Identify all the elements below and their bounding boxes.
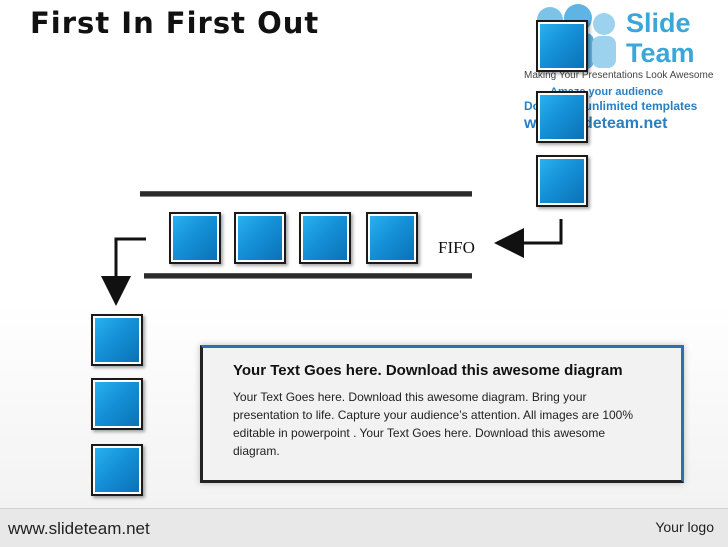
footer-logo-placeholder: Your logo	[655, 519, 714, 535]
text-placeholder-box[interactable]: Your Text Goes here. Download this aweso…	[200, 345, 684, 483]
logo-tagline: Making Your Presentations Look Awesome	[524, 70, 714, 81]
queue-block-outgoing	[91, 378, 143, 430]
slide-footer: www.slideteam.net Your logo	[0, 508, 728, 547]
slide-title: First In First Out	[30, 6, 320, 40]
logo-brand-team: Team	[626, 38, 695, 68]
queue-channel-top	[140, 192, 472, 196]
queue-block	[169, 212, 221, 264]
queue-block-outgoing	[91, 444, 143, 496]
queue-block	[299, 212, 351, 264]
input-arrow	[494, 219, 563, 258]
footer-website[interactable]: www.slideteam.net	[8, 519, 150, 538]
queue-block	[366, 212, 418, 264]
text-box-heading: Your Text Goes here. Download this aweso…	[233, 362, 623, 379]
queue-block-incoming	[536, 20, 588, 72]
output-arrow	[101, 237, 146, 306]
queue-channel-bottom	[144, 274, 472, 278]
queue-block-incoming	[536, 91, 588, 143]
queue-block	[234, 212, 286, 264]
queue-block-outgoing	[91, 314, 143, 366]
logo-brand-slide: Slide	[626, 8, 691, 38]
queue-block-incoming	[536, 155, 588, 207]
fifo-label: FIFO	[438, 238, 475, 257]
text-box-body: Your Text Goes here. Download this aweso…	[233, 390, 634, 458]
